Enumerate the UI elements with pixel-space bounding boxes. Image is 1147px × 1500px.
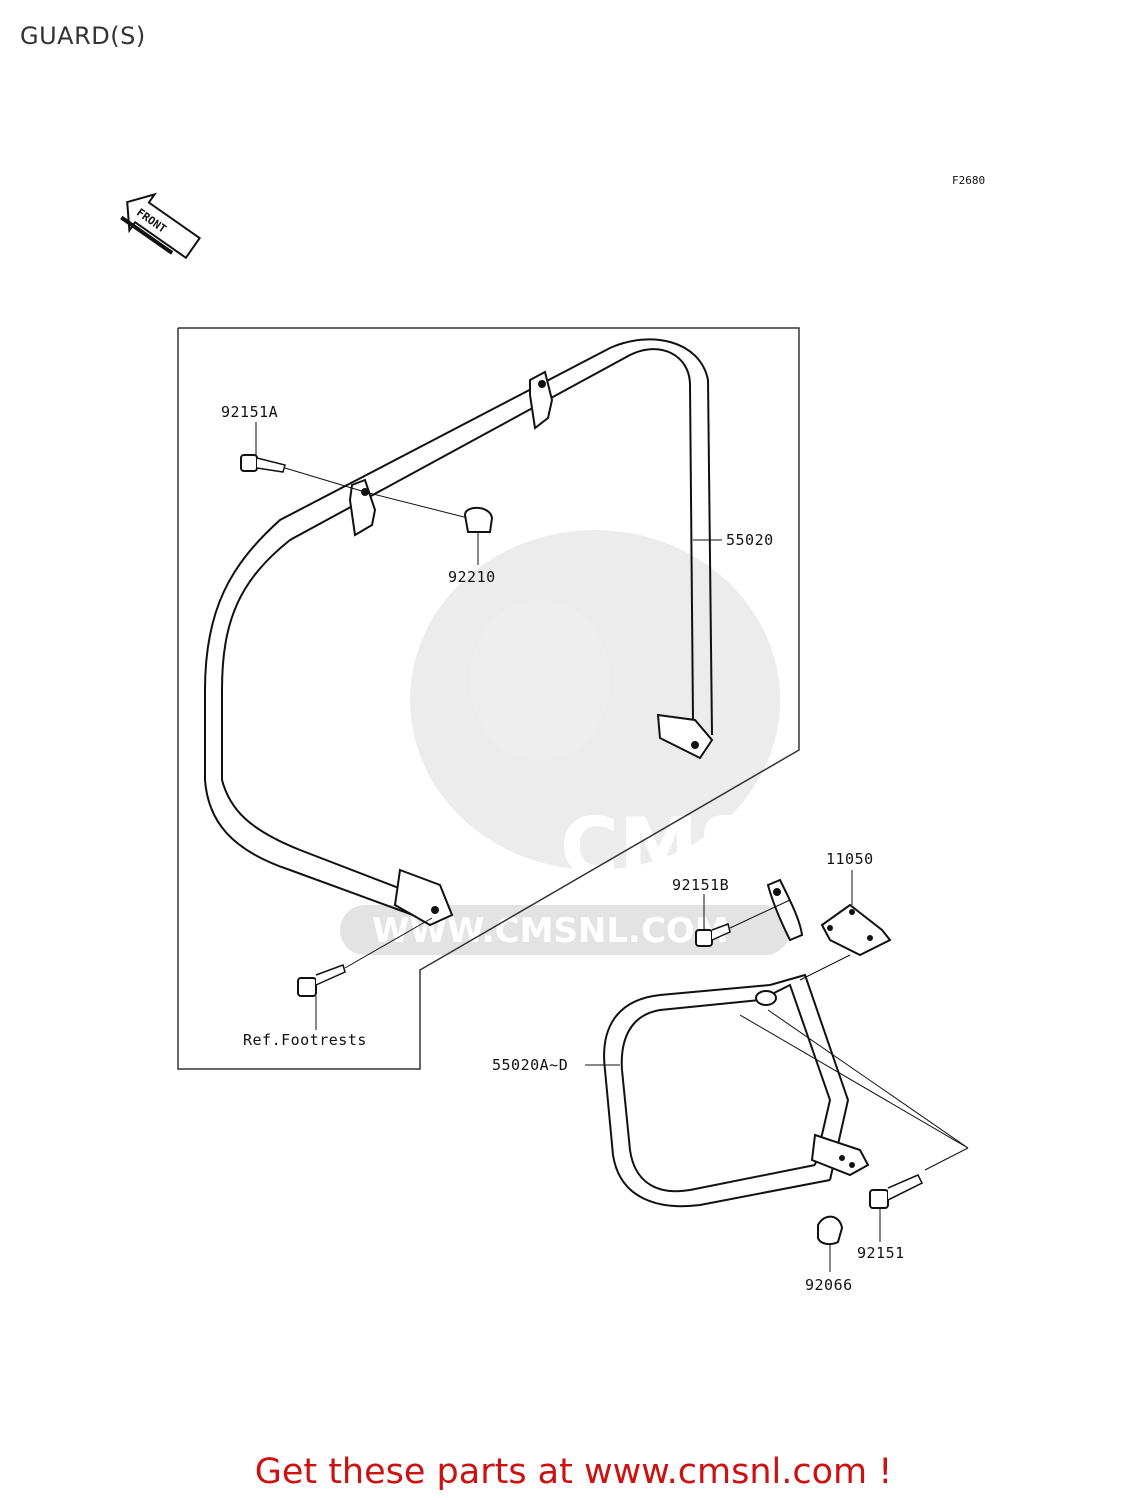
bolt-92151-icon xyxy=(739,1009,969,1209)
bolt-92151a-icon xyxy=(240,454,469,519)
callout-92210: 92210 xyxy=(448,568,496,586)
callout-92151: 92151 xyxy=(857,1244,905,1262)
callout-ref-footrests: Ref.Footrests xyxy=(243,1031,367,1049)
callout-55020a-d: 55020A~D xyxy=(492,1056,568,1074)
cap-nut-icon xyxy=(463,506,494,533)
callout-55020: 55020 xyxy=(726,531,774,549)
callout-92066: 92066 xyxy=(805,1276,853,1294)
engine-guard-main xyxy=(204,338,714,927)
footrest-bolt-icon xyxy=(297,917,433,997)
callout-92151b: 92151B xyxy=(672,876,729,894)
bolt-92151b-icon xyxy=(695,899,791,947)
page-title: GUARD(S) xyxy=(20,22,146,50)
cap-icon xyxy=(817,1215,844,1246)
callout-92151a: 92151A xyxy=(221,403,278,421)
callout-11050: 11050 xyxy=(826,850,874,868)
footer-link[interactable]: Get these parts at www.cmsnl.com ! xyxy=(254,1452,893,1492)
figure-code: F2680 xyxy=(952,174,985,187)
engine-guard-alt xyxy=(603,878,870,1208)
mounting-bracket-icon xyxy=(799,903,892,981)
watermark-logo: CMS xyxy=(560,801,756,894)
assembly-box xyxy=(177,327,800,1070)
front-arrow-icon: FRONT xyxy=(120,192,202,260)
